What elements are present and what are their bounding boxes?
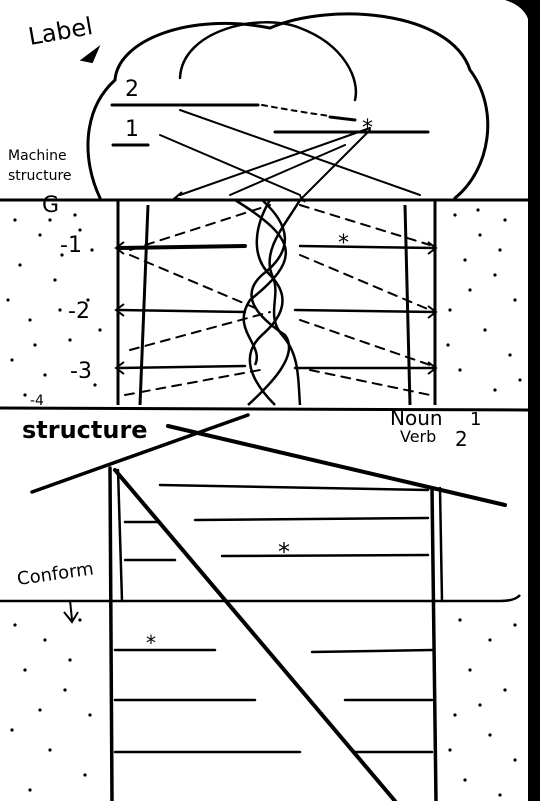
top-levels bbox=[110, 103, 430, 201]
depth-2-label: -2 bbox=[68, 299, 90, 324]
depth-1-label: -1 bbox=[60, 233, 82, 258]
level-2-label: 2 bbox=[125, 77, 139, 102]
verb-text: Verb bbox=[400, 427, 436, 446]
structure-levels bbox=[113, 483, 434, 754]
label-text: Label bbox=[26, 12, 95, 51]
machine-structure-walls bbox=[116, 200, 437, 406]
soil-stipple-bottom bbox=[10, 618, 517, 797]
star-mark-structure: * bbox=[278, 538, 290, 566]
soil-stipple-top bbox=[6, 208, 522, 397]
depth-4-label: -4 bbox=[30, 393, 44, 409]
g-label: G bbox=[42, 193, 59, 218]
structure-beams bbox=[30, 413, 507, 801]
conform-arrow bbox=[63, 599, 79, 624]
machine-structure-text-2: structure bbox=[8, 168, 72, 184]
level-arrowheads bbox=[114, 191, 438, 375]
mid-boundary-line bbox=[0, 406, 529, 412]
structure-text: structure bbox=[22, 416, 148, 444]
star-mark-lower: * bbox=[146, 631, 156, 655]
conform-text: Conform bbox=[16, 558, 95, 590]
level-1-label: 1 bbox=[125, 117, 139, 142]
star-mark-top: * bbox=[362, 116, 373, 141]
noun-number: 1 bbox=[470, 409, 481, 430]
machine-structure-text-1: Machine bbox=[8, 148, 67, 164]
notebook-corner bbox=[505, 0, 540, 801]
label-arrow bbox=[79, 44, 101, 64]
underground-levels bbox=[116, 204, 437, 396]
depth-3-label: -3 bbox=[70, 359, 92, 384]
helix-column bbox=[234, 198, 302, 406]
label-cloud bbox=[86, 12, 490, 200]
conform-ground-line bbox=[0, 594, 521, 603]
star-mark-level1: * bbox=[338, 231, 349, 256]
noun-text: Noun bbox=[390, 406, 443, 430]
verb-number: 2 bbox=[455, 427, 468, 451]
